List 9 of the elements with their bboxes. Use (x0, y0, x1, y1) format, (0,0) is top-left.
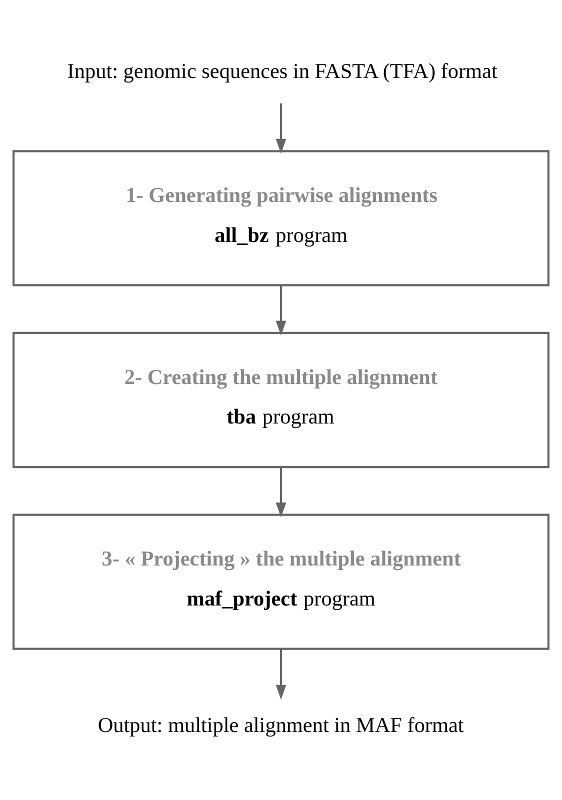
arrow (276, 103, 286, 154)
arrow (276, 467, 286, 518)
arrow (276, 649, 286, 700)
node-box: 2- Creating the multiple alignment tba program (12, 332, 550, 468)
node-text: Input: genomic sequences in FASTA (TFA) format (67, 58, 498, 83)
node-box: 3- « Projecting » the multiple alignment maf_project program (12, 514, 550, 650)
node-text: Output: multiple alignment in MAF format (98, 713, 464, 738)
node-box: 1- Generating pairwise alignments all_bz program (12, 150, 550, 286)
arrow (276, 285, 286, 336)
